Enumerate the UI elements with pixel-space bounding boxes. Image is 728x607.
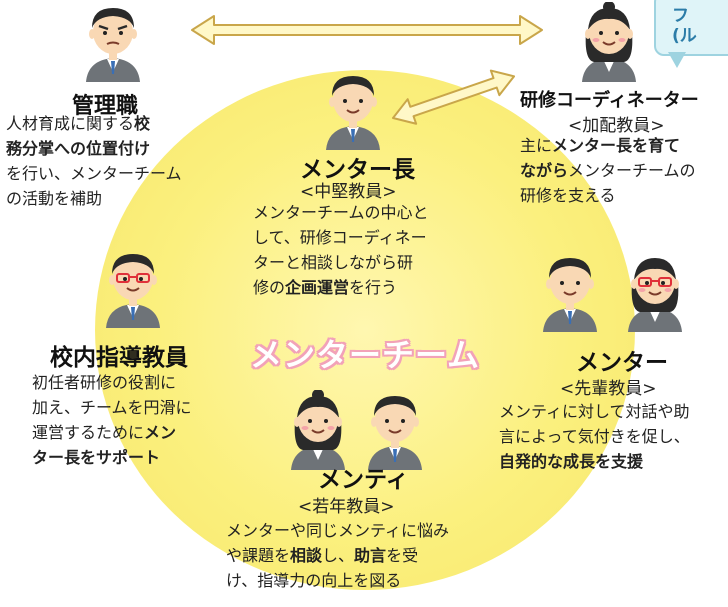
speech-callout [654, 0, 728, 56]
description-line: 言によって気付きを促し、 [499, 424, 725, 449]
description-text: 主に [520, 136, 553, 155]
description-text: 人材育成に関する [6, 114, 135, 133]
description-text: や課題を [226, 546, 291, 565]
description-text: メンターチームの [568, 161, 696, 180]
description-line: メンターチームの中心と [253, 200, 478, 225]
description-text: け、指導力の向上を図る [226, 571, 402, 590]
mentor-female-glasses-icon [620, 252, 690, 336]
role-sub-mentor-leader: <中堅教員> [300, 182, 397, 202]
emphasis-text: 校 [134, 114, 151, 133]
role-title-coordinator: 研修コーディネーター [520, 90, 699, 111]
role-title-mentor-leader: メンター長 [300, 157, 415, 183]
mentor-male-icon [535, 252, 605, 336]
role-title-shidou: 校内指導教員 [50, 345, 188, 371]
role-sub-mentor: <先輩教員> [560, 379, 657, 399]
emphasis-text: 企画運営 [285, 278, 350, 297]
description-text: 研修を支える [520, 186, 616, 205]
mentor-leader-icon [318, 70, 388, 154]
speech-callout-text: フ (ル [672, 6, 697, 46]
description-text: し、 [322, 546, 355, 565]
role-title-mentor: メンター [576, 350, 668, 376]
description-line: 人材育成に関する校 [6, 111, 241, 136]
role-desc-shidou: 初任者研修の役割に加え、チームを円滑に運営するためにメンター長をサポート [32, 370, 237, 470]
description-line: ながらメンターチームの [520, 158, 725, 183]
emphasis-text: ながら [520, 161, 569, 180]
description-text: 運営するために [32, 423, 145, 442]
description-line: 研修を支える [520, 183, 725, 208]
description-line: 自発的な成長を支援 [499, 449, 725, 474]
role-title-mentee: メンティ [318, 467, 409, 493]
description-line: ターと相談しながら研 [253, 250, 478, 275]
description-line: 主にメンター長を育て [520, 133, 725, 158]
speech-callout-tail [668, 52, 686, 68]
role-desc-mentee: メンターや同じメンティに悩みや課題を相談し、助言を受け、指導力の向上を図る [226, 518, 498, 593]
description-line: を行い、メンターチーム [6, 161, 241, 186]
team-label: メンターチーム [249, 336, 481, 374]
mentee-male-icon [360, 390, 430, 474]
description-text: を行う [349, 278, 398, 297]
description-line: 運営するためにメン [32, 420, 237, 445]
emphasis-text: メンター長を育て [552, 136, 681, 155]
description-text: を受 [386, 546, 419, 565]
description-text: 言によって気付きを促し、 [499, 427, 690, 446]
role-desc-kanrishoku: 人材育成に関する校務分掌への位置付けを行い、メンターチームの活動を補助 [6, 111, 241, 211]
description-line: ター長をサポート [32, 445, 237, 470]
description-line: の活動を補助 [6, 186, 241, 211]
description-line: 加え、チームを円滑に [32, 395, 237, 420]
emphasis-text: ター長をサポート [32, 448, 161, 467]
role-desc-mentor: メンティに対して対話や助言によって気付きを促し、自発的な成長を支援 [499, 399, 725, 474]
description-text: ターと相談しながら研 [253, 253, 414, 272]
emphasis-text: 助言 [354, 546, 387, 565]
role-title-kanrishoku: 管理職 [72, 94, 139, 119]
role-sub-mentee: <若年教員> [298, 497, 395, 517]
role-desc-coordinator: 主にメンター長を育てながらメンターチームの研修を支える [520, 133, 725, 208]
description-line: け、指導力の向上を図る [226, 568, 498, 593]
description-text: メンティに対して対話や助 [499, 402, 690, 421]
double-arrow-top [191, 15, 543, 45]
description-line: 務分掌への位置付け [6, 136, 241, 161]
description-line: 修の企画運営を行う [253, 275, 478, 300]
description-line: メンターや同じメンティに悩み [226, 518, 498, 543]
description-text: メンターチームの中心と [253, 203, 429, 222]
emphasis-text: 務分掌への位置付け [6, 139, 151, 158]
double-arrow-diagonal [392, 69, 516, 125]
emphasis-text: 相談 [290, 546, 323, 565]
description-line: や課題を相談し、助言を受 [226, 543, 498, 568]
description-text: を行い、メンターチーム [6, 164, 182, 183]
description-line: 初任者研修の役割に [32, 370, 237, 395]
school-guidance-teacher-icon [98, 248, 168, 332]
coordinator-teacher-icon [574, 1, 644, 86]
emphasis-text: 自発的な成長を支援 [499, 452, 644, 471]
role-sub-coordinator: <加配教員> [568, 116, 665, 136]
description-line: メンティに対して対話や助 [499, 399, 725, 424]
description-text: の活動を補助 [6, 189, 103, 208]
description-text: 加え、チームを円滑に [32, 398, 192, 417]
mentee-female-icon [283, 389, 353, 474]
emphasis-text: メン [144, 423, 177, 442]
description-text: 初任者研修の役割に [32, 373, 177, 392]
description-line: して、研修コーディネー [253, 225, 478, 250]
principal-manager-icon [78, 2, 148, 86]
description-text: して、研修コーディネー [253, 228, 427, 247]
description-text: メンターや同じメンティに悩み [226, 521, 450, 540]
role-desc-mentor-leader: メンターチームの中心として、研修コーディネーターと相談しながら研修の企画運営を行… [253, 200, 478, 300]
description-text: 修の [253, 278, 286, 297]
